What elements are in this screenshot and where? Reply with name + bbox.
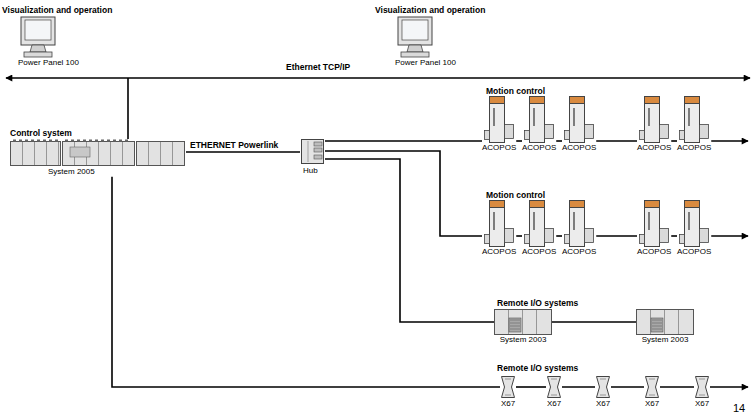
- servo-drive-illustration: [638, 96, 670, 143]
- node-heading: Control system: [10, 128, 72, 139]
- network-cable: [596, 235, 637, 237]
- bus-label: ETHERNET Powerlink: [190, 140, 278, 150]
- group-heading: Motion control: [486, 190, 545, 200]
- servo-drive: ACOPOS: [677, 96, 711, 153]
- servo-drive: ACOPOS: [562, 96, 596, 153]
- io-module-illustration: [595, 375, 611, 399]
- panel-monitor-illustration: [395, 16, 435, 58]
- io-module-illustration: [500, 375, 516, 399]
- network-cable: [671, 235, 677, 237]
- network-cable: [556, 140, 562, 142]
- node-name: ACOPOS: [482, 247, 516, 257]
- servo-drive-illustration: [483, 200, 515, 247]
- node-name: X67: [547, 399, 561, 409]
- servo-drive-illustration: [563, 200, 595, 247]
- servo-drive: ACOPOS: [482, 96, 516, 153]
- panel-monitor: Visualization and operationPower Panel 1…: [2, 5, 112, 68]
- bus-continuation: [711, 235, 748, 237]
- network-cable: [671, 140, 677, 142]
- group-heading: Remote I/O systems: [497, 363, 578, 373]
- control-system-illustration: [10, 139, 186, 167]
- node-name: ACOPOS: [522, 247, 556, 257]
- node-name: Hub: [303, 166, 318, 176]
- node-heading: Visualization and operation: [375, 5, 485, 16]
- servo-drive-illustration: [678, 200, 710, 247]
- hub-box: Hub: [300, 138, 325, 176]
- servo-drive: ACOPOS: [562, 200, 596, 257]
- network-cable: [516, 235, 522, 237]
- node-name: ACOPOS: [637, 247, 671, 257]
- node-heading: Visualization and operation: [2, 5, 112, 16]
- servo-drive-illustration: [523, 96, 555, 143]
- node-name: ACOPOS: [562, 143, 596, 153]
- network-cable: [325, 159, 494, 322]
- servo-drive: ACOPOS: [522, 200, 556, 257]
- bus-continuation: [711, 140, 748, 142]
- remote-io-system: System 2003: [636, 309, 694, 345]
- servo-drive: ACOPOS: [677, 200, 711, 257]
- network-cable: [186, 151, 300, 153]
- node-name: ACOPOS: [637, 143, 671, 153]
- network-cable: [596, 140, 637, 142]
- node-name: X67: [501, 399, 515, 409]
- bus-label: Ethernet TCP/IP: [286, 62, 350, 72]
- io-module: X67: [694, 375, 710, 409]
- remote-io-system-illustration: [636, 309, 694, 335]
- group-heading: Remote I/O systems: [497, 298, 578, 308]
- panel-monitor: Visualization and operationPower Panel 1…: [375, 5, 485, 68]
- servo-drive-illustration: [638, 200, 670, 247]
- control-system: Control systemSystem 2005: [10, 128, 186, 177]
- bus-drop-line: [127, 78, 129, 139]
- node-name: ACOPOS: [677, 247, 711, 257]
- network-cable: [611, 386, 644, 388]
- network-cable: [325, 140, 482, 142]
- servo-drive-illustration: [483, 96, 515, 143]
- node-name: System 2003: [500, 335, 547, 345]
- node-name: ACOPOS: [677, 143, 711, 153]
- network-cable: [516, 386, 546, 388]
- servo-drive: ACOPOS: [482, 200, 516, 257]
- node-name: ACOPOS: [562, 247, 596, 257]
- servo-drive: ACOPOS: [522, 96, 556, 153]
- panel-monitor-illustration: [18, 16, 58, 58]
- node-name: ACOPOS: [522, 143, 556, 153]
- node-name: ACOPOS: [482, 143, 516, 153]
- network-cable: [660, 386, 694, 388]
- hub-box-illustration: [300, 138, 325, 166]
- io-module-illustration: [546, 375, 562, 399]
- bus-continuation: [710, 386, 748, 388]
- io-module: X67: [644, 375, 660, 409]
- io-module: X67: [546, 375, 562, 409]
- node-name: Power Panel 100: [18, 58, 79, 68]
- node-name: Power Panel 100: [395, 58, 456, 68]
- node-name: X67: [596, 399, 610, 409]
- node-name: X67: [695, 399, 709, 409]
- node-name: System 2003: [642, 335, 689, 345]
- network-cable: [325, 151, 482, 236]
- servo-drive-illustration: [678, 96, 710, 143]
- remote-io-system: System 2003: [494, 309, 552, 345]
- servo-drive-illustration: [523, 200, 555, 247]
- node-name: X67: [645, 399, 659, 409]
- group-heading: Motion control: [486, 86, 545, 96]
- node-name: System 2005: [48, 167, 95, 177]
- network-cable: [562, 386, 595, 388]
- io-module-illustration: [694, 375, 710, 399]
- servo-drive: ACOPOS: [637, 96, 671, 153]
- io-module: X67: [595, 375, 611, 409]
- io-module: X67: [500, 375, 516, 409]
- network-cable: [516, 140, 522, 142]
- page-number: 14: [733, 402, 745, 415]
- servo-drive: ACOPOS: [637, 200, 671, 257]
- network-cable: [112, 177, 500, 387]
- network-cable: [556, 235, 562, 237]
- network-cable: [552, 321, 636, 323]
- remote-io-system-illustration: [494, 309, 552, 335]
- servo-drive-illustration: [563, 96, 595, 143]
- ethernet-bus: [6, 77, 750, 79]
- io-module-illustration: [644, 375, 660, 399]
